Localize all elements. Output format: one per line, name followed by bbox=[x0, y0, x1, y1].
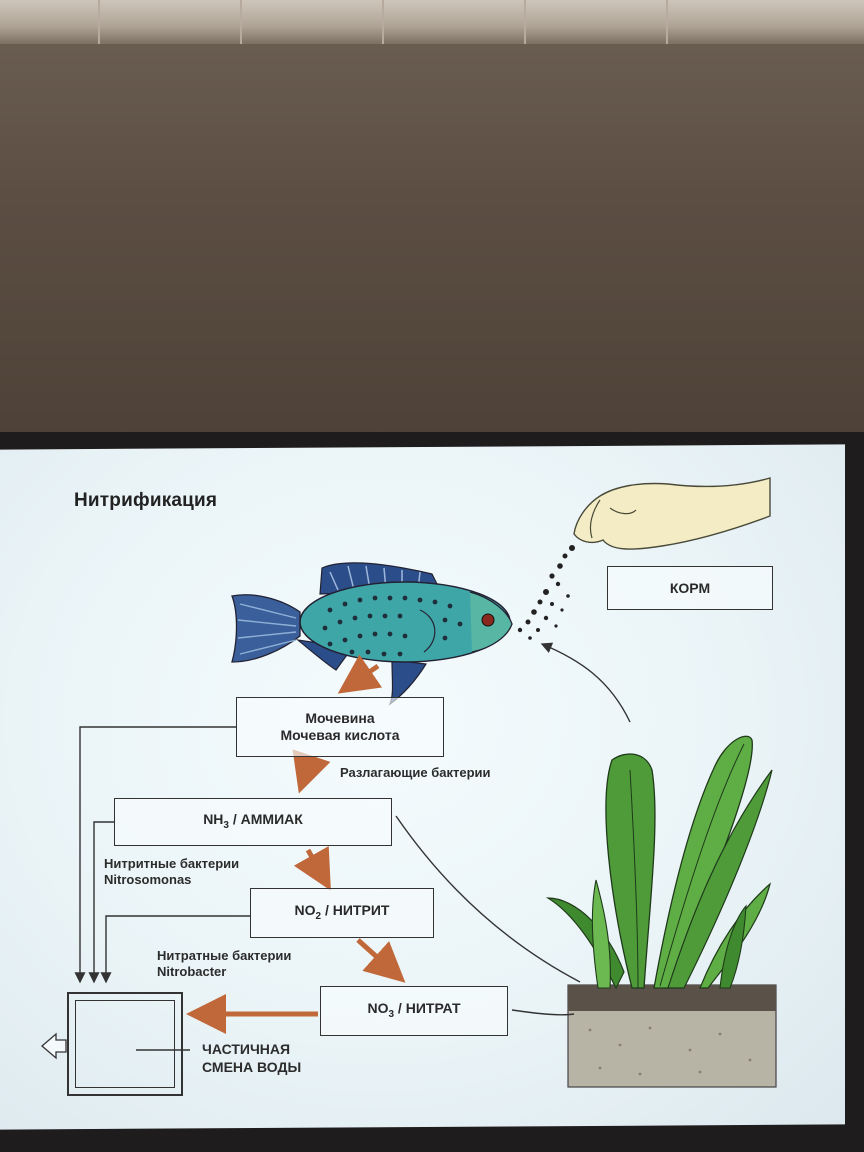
feed-box: КОРМ bbox=[607, 566, 773, 610]
connector-lines bbox=[74, 642, 631, 1051]
decomposing-bacteria-label: Разлагающие бактерии bbox=[340, 765, 491, 780]
feed-particles bbox=[517, 545, 575, 640]
process-arrows bbox=[186, 654, 406, 1034]
ammonia-box: NH3 / АММИАК bbox=[114, 798, 392, 846]
nitrite-bacteria-label: Нитритные бактерии Nitrosomonas bbox=[104, 856, 240, 887]
drain-tank-icon bbox=[67, 992, 183, 1096]
plant-illustration bbox=[545, 735, 777, 1088]
slide-title: Нитрификация bbox=[74, 490, 218, 511]
nitrite-box: NO2 / НИТРИТ bbox=[250, 888, 434, 938]
nitrate-box: NO3 / НИТРАТ bbox=[320, 986, 508, 1036]
ceiling bbox=[0, 0, 864, 44]
nitrate-bacteria-label: Нитратные бактерии Nitrobacter bbox=[157, 948, 292, 979]
water-change-label: ЧАСТИЧНАЯ СМЕНА ВОДЫ bbox=[202, 1041, 302, 1075]
urea-box: Мочевина Мочевая кислота bbox=[236, 697, 444, 757]
fish-illustration bbox=[231, 562, 513, 706]
hand-illustration bbox=[573, 477, 771, 550]
outflow-arrow-icon bbox=[41, 1032, 67, 1060]
